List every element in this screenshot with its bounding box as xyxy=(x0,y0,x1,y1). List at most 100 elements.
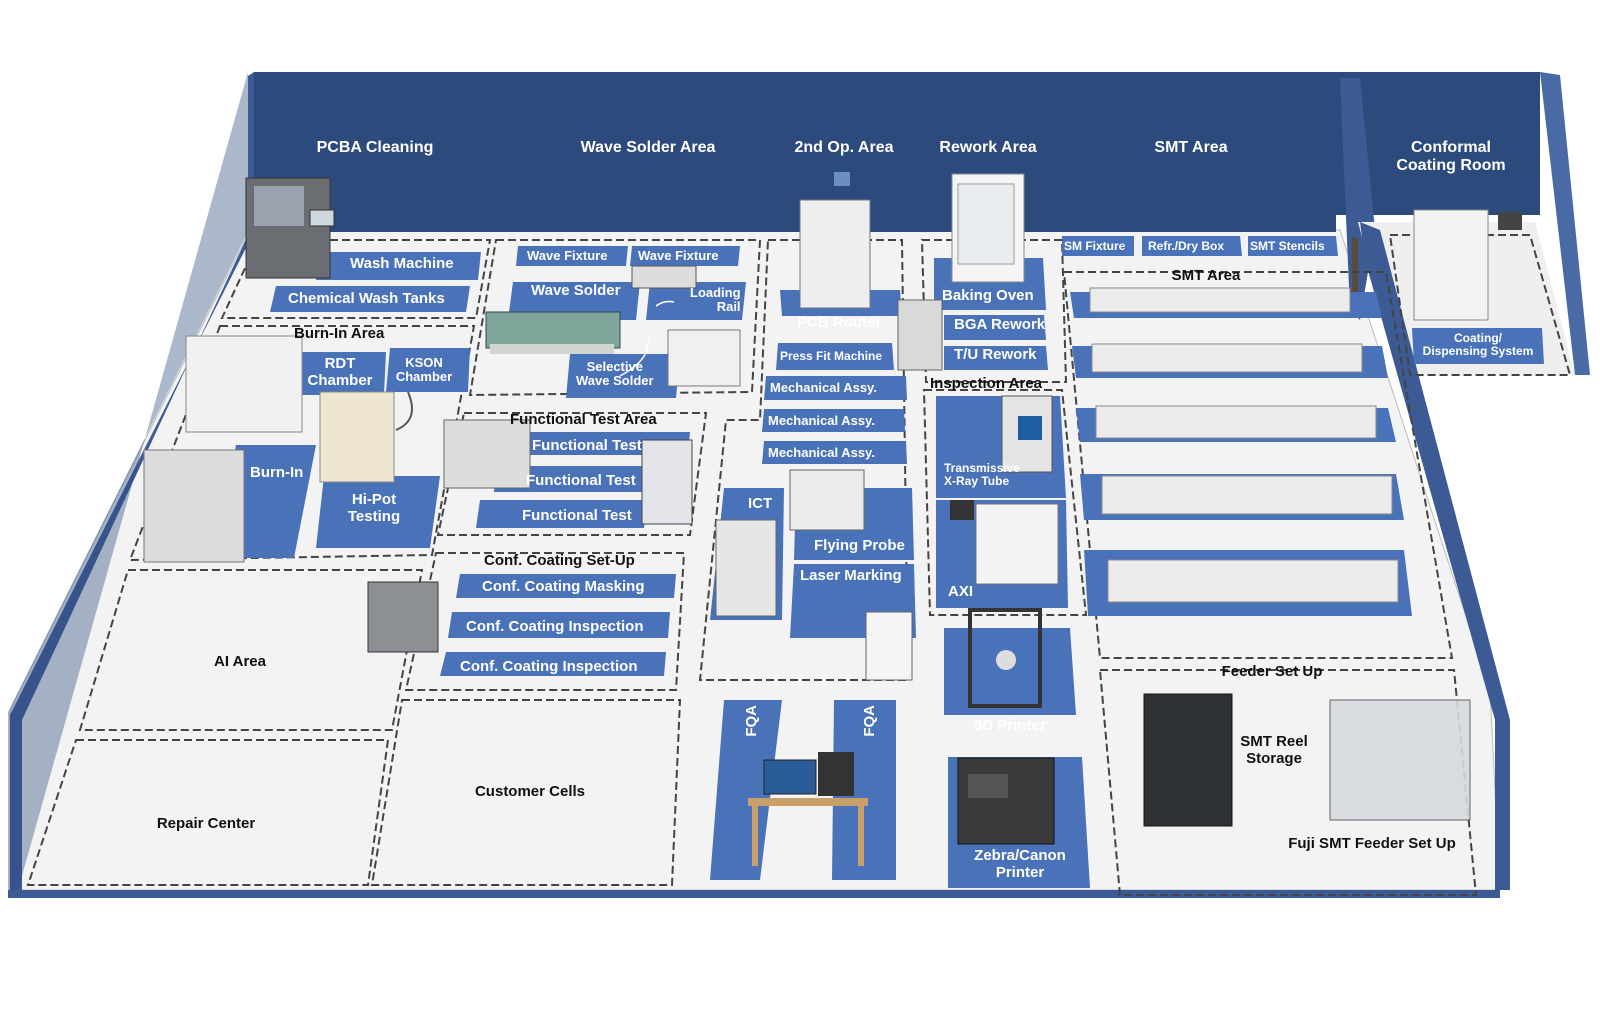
left-wall xyxy=(10,72,254,890)
conformal-room-right-wall xyxy=(1540,72,1590,375)
zone-functional-test xyxy=(436,412,708,536)
axi-label: AXI xyxy=(948,583,974,600)
conf-coating-inspection-2-label: Conf. Coating Inspection xyxy=(460,658,638,675)
functional-test-station-icon xyxy=(443,419,531,489)
smt-area-title: SMT Area xyxy=(1171,267,1241,284)
equipment xyxy=(143,172,1522,866)
coating-dispensing-label: Coating/ Dispensing System xyxy=(1422,331,1534,359)
fqa-2-label: FQA xyxy=(861,705,878,737)
fuji-feeder-icon xyxy=(1329,699,1471,821)
zebra-printer-icon xyxy=(957,757,1055,845)
flying-probe-icon xyxy=(789,469,865,531)
box-inspection-1 xyxy=(448,612,670,638)
wash-machine-label: Wash Machine xyxy=(350,255,454,272)
header-conformal-coating-room: Conformal Coating Room xyxy=(1396,139,1506,174)
box-kson-chamber xyxy=(386,348,470,392)
axi-icon xyxy=(975,503,1059,585)
press-fit-machine-label: Press Fit Machine xyxy=(780,349,883,363)
zone-repair-center xyxy=(26,739,390,886)
box-sm-fixture xyxy=(1062,236,1134,256)
smt-reel-storage-label: SMT Reel Storage xyxy=(1240,733,1308,767)
box-selective-wave-solder xyxy=(566,354,680,398)
zone-burn-in xyxy=(128,325,476,562)
ft-cart-icon xyxy=(641,439,693,525)
header-pcba-cleaning: PCBA Cleaning xyxy=(316,139,434,156)
ict-icon xyxy=(715,519,777,617)
fqa-1-label: FQA xyxy=(743,705,760,737)
box-mech-3 xyxy=(762,441,907,464)
box-fqa-1 xyxy=(710,700,782,880)
wave-solder-icon xyxy=(485,311,621,349)
box-chemical-wash-tanks xyxy=(270,286,470,312)
zone-inspection xyxy=(922,389,1088,616)
inspection-area-title: Inspection Area xyxy=(930,375,1042,392)
right-wall xyxy=(1360,222,1510,890)
pcb-router-icon xyxy=(799,199,871,309)
zone-second-op xyxy=(698,239,910,681)
conformal-room-back-wall xyxy=(1336,72,1540,215)
box-wave-fixture-1 xyxy=(516,246,628,266)
selective-wave-icon xyxy=(667,329,741,387)
hipot-label: Hi-Pot Testing xyxy=(347,491,401,525)
loading-rail-icon xyxy=(631,265,697,289)
conf-coating-inspection-machine-icon xyxy=(367,581,439,653)
back-wall xyxy=(254,72,1336,232)
box-wave-fixture-2 xyxy=(630,246,740,266)
box-masking xyxy=(456,574,676,598)
bga-rework-label: BGA Rework xyxy=(954,316,1046,333)
zone-ai-area xyxy=(78,569,424,731)
conf-coating-setup-title: Conf. Coating Set-Up xyxy=(484,552,635,569)
fuji-feeder-label: Fuji SMT Feeder Set Up xyxy=(1288,835,1456,852)
wave-fixture-2-label: Wave Fixture xyxy=(638,248,719,263)
header-wave-solder-area: Wave Solder Area xyxy=(580,139,716,156)
tu-rework-label: T/U Rework xyxy=(954,346,1037,363)
box-ft-3 xyxy=(476,500,648,528)
flying-probe-label: Flying Probe xyxy=(814,537,905,554)
pcb-router-label: PCB Router xyxy=(797,314,882,331)
box-rdt-chamber xyxy=(296,352,386,395)
box-wash-machine xyxy=(316,252,481,280)
floor-front-edge xyxy=(8,890,1500,898)
box-3d-printer xyxy=(944,628,1076,715)
ict-label: ICT xyxy=(748,495,773,512)
smt-reel-storage-icon xyxy=(1143,693,1233,827)
box-hipot xyxy=(316,476,440,548)
rdt-chamber-label: RDT Chamber xyxy=(307,355,373,389)
loading-rail-arrow-icon xyxy=(655,300,675,307)
kson-chamber-label: KSON Chamber xyxy=(395,355,453,385)
zebra-printer-label: Zebra/Canon Printer xyxy=(974,847,1066,881)
zone-conformal xyxy=(1388,234,1572,376)
mechanical-assy-3-label: Mechanical Assy. xyxy=(768,445,875,460)
zone-pcba-cleaning xyxy=(220,239,492,319)
ai-area-label: AI Area xyxy=(214,653,266,670)
box-coating-dispensing xyxy=(1412,328,1544,364)
box-tu-rework xyxy=(944,346,1048,370)
hipot-icon xyxy=(319,391,395,483)
conf-coating-masking-label: Conf. Coating Masking xyxy=(482,578,645,595)
customer-cells-label: Customer Cells xyxy=(474,783,586,800)
conf-coating-inspection-1-label: Conf. Coating Inspection xyxy=(466,618,644,635)
xray-label: Transmissive X-Ray Tube xyxy=(944,461,1021,489)
box-bga-rework xyxy=(944,315,1046,340)
mechanical-assy-1-label: Mechanical Assy. xyxy=(770,380,877,395)
laser-marking-icon xyxy=(865,611,913,681)
3d-printer-label: 3D Printer xyxy=(974,717,1046,734)
box-press-fit xyxy=(776,343,894,370)
header-smt-area: SMT Area xyxy=(1154,139,1228,156)
3d-printer-icon xyxy=(968,608,1042,708)
box-mech-2 xyxy=(762,409,905,432)
functional-test-3-label: Functional Test xyxy=(522,507,632,524)
wave-fixture-1-label: Wave Fixture xyxy=(527,248,608,263)
fqa-table-icon xyxy=(748,798,868,806)
zone-feeder xyxy=(1098,669,1478,896)
box-fqa-2 xyxy=(832,700,896,880)
box-inspection-2 xyxy=(440,652,666,676)
box-smt-stencils xyxy=(1248,236,1338,256)
feeder-setup-title: Feeder Set Up xyxy=(1221,663,1323,680)
selective-wave-solder-label: Selective Wave Solder xyxy=(576,359,654,389)
left-wall-face xyxy=(8,72,248,890)
zone-customer-cells xyxy=(370,699,682,886)
box-wave-solder xyxy=(508,282,640,320)
functional-test-2-label: Functional Test xyxy=(526,472,636,489)
